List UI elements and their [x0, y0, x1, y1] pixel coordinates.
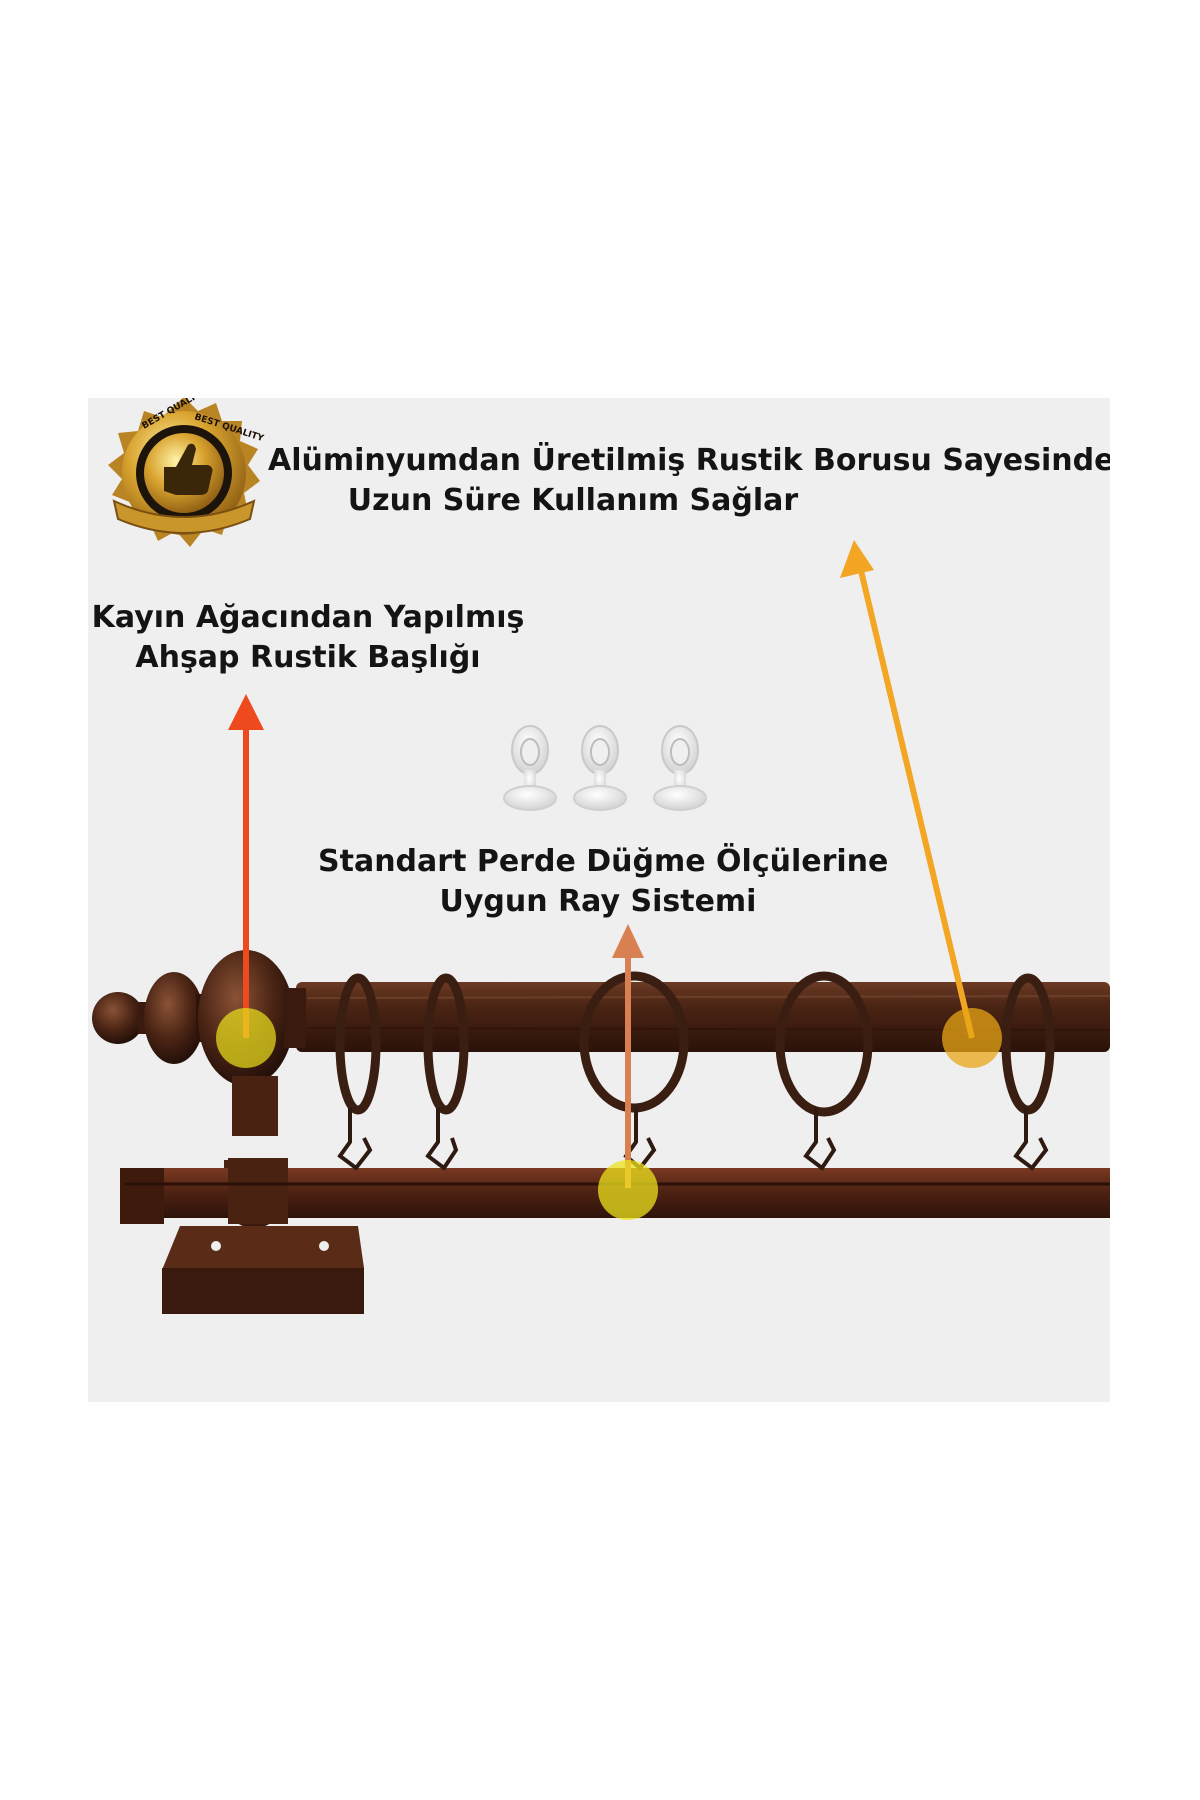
marker-pipe — [942, 1008, 1002, 1068]
product-image-panel: BEST QUALITY BEST QUALITY — [88, 398, 1110, 1402]
curtain-rings — [335, 971, 1055, 1117]
thumbs-up-icon — [164, 443, 213, 495]
curtain-runner-buttons — [503, 725, 707, 811]
callout-beech-line1: Kayın Ağacından Yapılmış — [91, 600, 525, 635]
wooden-finial — [92, 950, 306, 1086]
curtain-rod-illustration: BEST QUALITY BEST QUALITY — [92, 398, 1110, 1314]
quality-badge-icon: BEST QUALITY BEST QUALITY — [108, 398, 265, 547]
marker-finial — [216, 1008, 276, 1068]
callout-aluminum-pipe: Alüminyumdan Üretilmiş Rustik Borusu Say… — [268, 441, 1110, 521]
callout-rail-line2: Uygun Ray Sistemi — [439, 884, 757, 919]
arrow-aluminum — [840, 540, 975, 1039]
arrow-rail — [612, 924, 644, 1188]
callout-rail-line1: Standart Perde Düğme Ölçülerine — [318, 844, 889, 879]
callout-aluminum-line1: Alüminyumdan Üretilmiş Rustik Borusu Say… — [268, 443, 1110, 478]
callout-aluminum-line2: Uzun Süre Kullanım Sağlar — [347, 483, 799, 518]
rustic-pipe — [296, 982, 1110, 1052]
callout-beech-finial: Kayın Ağacından Yapılmış Ahşap Rustik Ba… — [88, 598, 528, 678]
callout-rail-system: Standart Perde Düğme Ölçülerine Uygun Ra… — [318, 842, 889, 922]
marker-rail — [598, 1160, 658, 1220]
wall-bracket — [162, 1076, 364, 1314]
arrow-beech — [228, 694, 264, 1038]
curtain-hooks — [337, 1108, 1049, 1171]
callout-beech-line2: Ahşap Rustik Başlığı — [135, 640, 481, 675]
